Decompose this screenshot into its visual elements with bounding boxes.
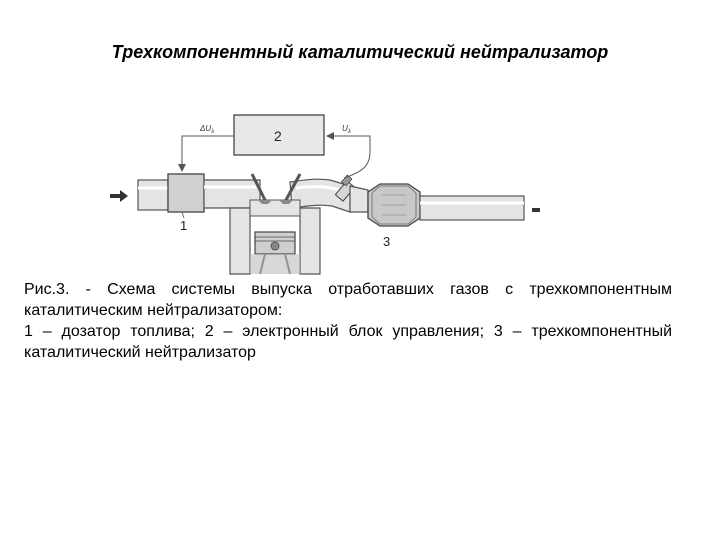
signal-label-left: ΔUλ — [199, 124, 214, 135]
caption-line-2: 1 – дозатор топлива; 2 – электронный бло… — [24, 323, 672, 361]
intake-arrow — [110, 190, 128, 202]
label-control-unit: 2 — [274, 128, 282, 144]
label-converter: 3 — [383, 234, 390, 249]
signal-line-from-sensor — [326, 132, 371, 179]
outlet-arrow — [532, 208, 540, 212]
signal-label-right: Uλ — [342, 124, 351, 135]
signal-line-to-doser — [178, 135, 234, 172]
fuel-doser — [167, 173, 205, 213]
electronic-control-unit — [233, 114, 325, 156]
intake-valve — [250, 173, 272, 204]
exhaust-valve — [279, 173, 302, 204]
engine-cylinder — [229, 199, 321, 275]
figure-caption: Рис.3. - Схема системы выпуска отработав… — [24, 279, 672, 363]
label-doser: 1 — [180, 218, 187, 233]
exhaust-system-diagram: 1 3 — [110, 114, 540, 275]
tailpipe — [419, 195, 525, 221]
page-title: Трехкомпонентный каталитический нейтрали… — [111, 42, 609, 62]
catalytic-converter — [367, 183, 421, 227]
caption-line-1: Рис.3. - Схема системы выпуска отработав… — [24, 281, 672, 319]
intake-pipe — [137, 179, 169, 211]
